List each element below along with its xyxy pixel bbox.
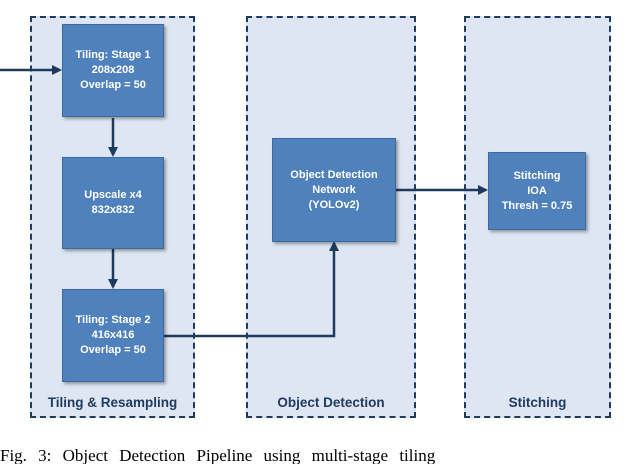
tiling-stage1-block: Tiling: Stage 1 208x208 Overlap = 50 <box>62 24 164 117</box>
stage2-to-detection-arrow <box>164 241 339 338</box>
object-detection-line3: (YOLOv2) <box>308 198 360 211</box>
object-detection-label: Object Detection <box>277 395 385 410</box>
stitching-line1: Stitching <box>513 169 561 182</box>
stitching-line2: IOA <box>527 184 547 197</box>
tiling-stage1-line3: Overlap = 50 <box>80 79 146 91</box>
upscale-line2: 832x832 <box>91 204 135 216</box>
stitching-line3: Thresh = 0.75 <box>501 199 573 212</box>
stitching-block: Stitching IOA Thresh = 0.75 <box>488 152 586 230</box>
upscale-block: Upscale x4 832x832 <box>62 157 164 249</box>
stitching-label: Stitching <box>508 395 567 410</box>
tiling-stage2-line1: Tiling: Stage 2 <box>75 314 151 326</box>
upscale-line1: Upscale x4 <box>84 189 142 201</box>
tiling-resampling-label: Tiling & Resampling <box>47 395 178 410</box>
tiling-stage1-line2: 208x208 <box>91 64 135 76</box>
tiling-stage2-block: Tiling: Stage 2 416x416 Overlap = 50 <box>62 289 164 382</box>
tiling-stage2-line2: 416x416 <box>91 329 135 341</box>
object-detection-line2: Network <box>312 183 356 196</box>
tiling-stage2-line3: Overlap = 50 <box>80 344 146 356</box>
object-detection-block: Object Detection Network (YOLOv2) <box>272 138 396 242</box>
object-detection-line1: Object Detection <box>290 168 378 181</box>
figure-caption: Fig. 3: Object Detection Pipeline using … <box>0 446 436 464</box>
tiling-stage1-line1: Tiling: Stage 1 <box>75 49 151 61</box>
